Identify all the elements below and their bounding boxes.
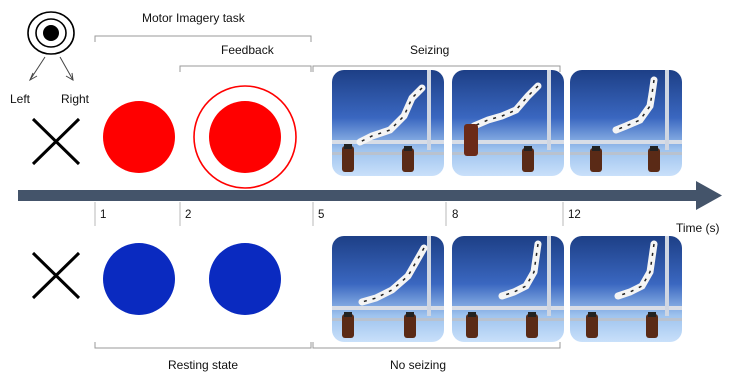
tick-label-8: 8 xyxy=(452,209,458,222)
eye-icon xyxy=(28,12,74,54)
task-cue-red-circle xyxy=(103,101,175,173)
robot-arm-photo-no-seizing-1 xyxy=(332,236,444,342)
robot-arm-photo-seizing-1 xyxy=(332,70,444,176)
motor-imagery-label: Motor Imagery task xyxy=(142,11,245,25)
rest-cue-blue-circle xyxy=(103,243,175,315)
rest-blue-circle-2 xyxy=(209,243,281,315)
eye-left-label: Left xyxy=(10,92,30,106)
robot-arm-photo-seizing-2 xyxy=(452,70,564,176)
fixation-cross-bottom xyxy=(33,253,79,298)
brackets-top xyxy=(95,36,560,72)
feedback-label: Feedback xyxy=(221,43,274,57)
time-axis-label: Time (s) xyxy=(676,221,720,235)
tick-label-2: 2 xyxy=(185,209,191,222)
robot-arm-photo-no-seizing-2 xyxy=(452,236,564,342)
robot-arm-photo-no-seizing-3 xyxy=(570,236,682,342)
tick-marks xyxy=(95,202,563,226)
robot-arm-photo-seizing-3 xyxy=(570,70,682,176)
feedback-red-circle xyxy=(209,101,281,173)
tick-label-5: 5 xyxy=(318,209,324,222)
tick-label-12: 12 xyxy=(568,209,581,222)
eye-direction-arrows xyxy=(30,57,73,80)
no-seizing-label: No seizing xyxy=(390,358,446,372)
tick-label-1: 1 xyxy=(100,209,106,222)
seizing-label: Seizing xyxy=(410,43,449,57)
eye-right-label: Right xyxy=(61,92,89,106)
fixation-cross-top xyxy=(33,119,79,164)
brackets-bottom xyxy=(95,342,560,348)
resting-state-label: Resting state xyxy=(168,358,238,372)
timeline-arrow xyxy=(18,181,722,210)
